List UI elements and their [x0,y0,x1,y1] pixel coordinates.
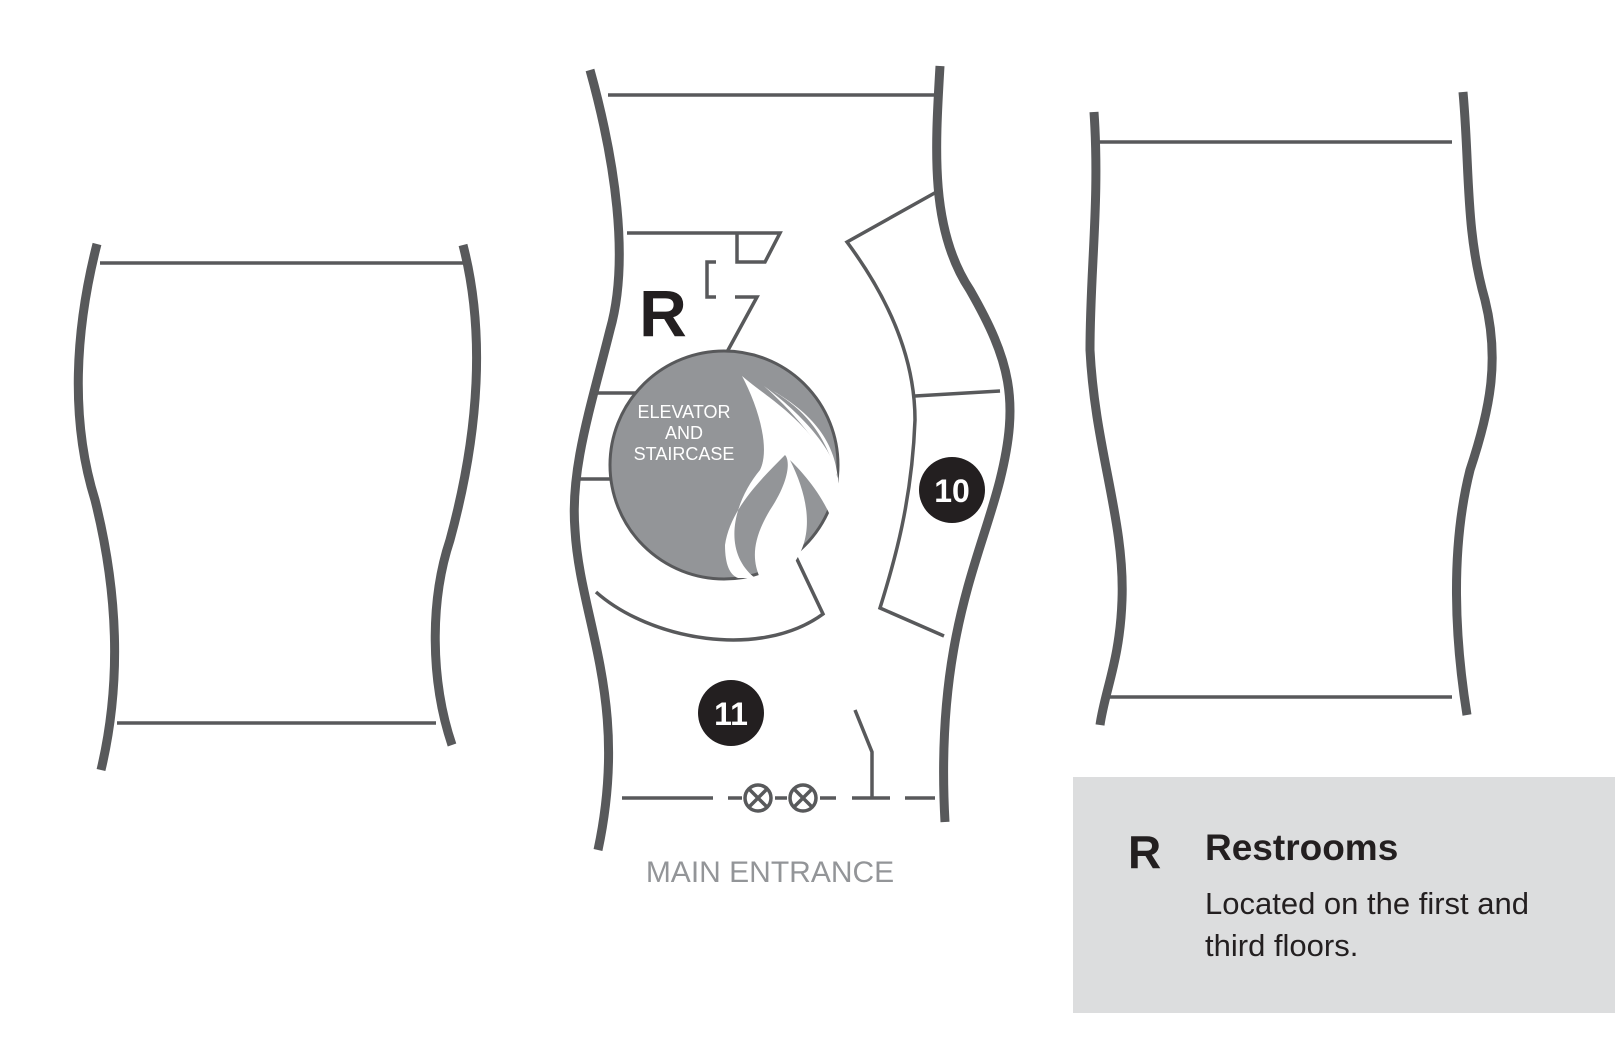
room-number: 10 [934,473,970,509]
central-building [569,65,1015,851]
legend-symbol: R [1128,826,1162,878]
left-building [73,242,482,772]
light-icon [788,783,818,813]
legend-title: Restrooms [1205,827,1399,868]
light-icon [743,783,773,813]
elevator-label: ELEVATOR [637,402,730,422]
elevator-staircase: ELEVATOR AND STAIRCASE [608,349,840,581]
elevator-label: AND [665,423,703,443]
room-11-marker[interactable]: 11 [698,680,764,746]
legend-description: Located on the first and third floors. [1205,886,1530,963]
room-number: 11 [714,696,748,732]
legend: R Restrooms Located on the first and thi… [1073,777,1615,1013]
main-entrance-label: MAIN ENTRANCE [646,856,894,889]
restroom-marker: R [639,276,687,350]
elevator-label: STAIRCASE [634,444,735,464]
entrance-lights [743,783,818,813]
room-10-marker[interactable]: 10 [919,457,985,523]
right-building [1085,91,1497,726]
